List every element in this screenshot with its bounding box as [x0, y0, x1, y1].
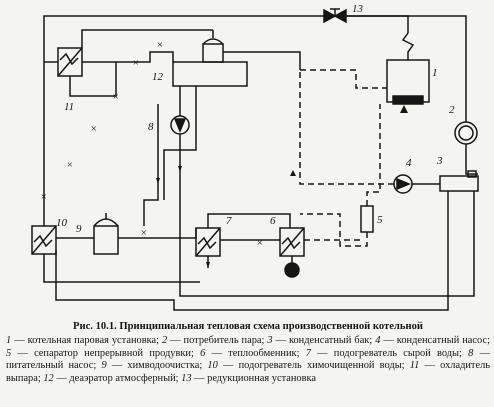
- line-marker: ×: [112, 91, 119, 103]
- legend-text: — химводоочистка;: [106, 360, 208, 371]
- steam-main-line: [43, 15, 467, 226]
- legend-text: — подогреватель химочищенной воды;: [217, 360, 410, 371]
- label-6: 6: [270, 215, 276, 227]
- legend-entry: 10 — подогреватель химочищенной воды;: [207, 360, 409, 371]
- line-markers: × × × × × × × ×: [40, 39, 263, 249]
- legend-entry: 8 — питательный насос;: [6, 348, 490, 372]
- legend-entry: 4 — конденсатный насос;: [375, 335, 490, 346]
- legend-text: — сепаратор непрерывной продувки;: [11, 347, 201, 359]
- legend-text: — охладитель выпара;: [6, 360, 490, 384]
- legend-entry: 3 — конденсатный бак;: [267, 335, 375, 346]
- legend-text: — потребитель пара;: [167, 335, 268, 346]
- flow-arrows: [156, 105, 408, 268]
- legend-text: — котельная паровая установка;: [11, 335, 162, 346]
- line-marker: ×: [90, 123, 97, 135]
- label-10: 10: [56, 217, 68, 229]
- legend-text: — деаэратор атмосферный;: [53, 372, 182, 384]
- line-marker: ×: [132, 57, 139, 69]
- figure-caption: Рис. 10.1. Принципиальная тепловая схема…: [73, 321, 423, 332]
- label-13: 13: [352, 3, 364, 15]
- legend-number: 7: [305, 347, 311, 359]
- label-4: 4: [406, 157, 412, 169]
- boiler-unit-1: [386, 59, 430, 105]
- condensate-tank-3: [424, 170, 479, 192]
- component-labels: 1 2 3 4 5 6 7 8 9 10 11 12 13: [56, 3, 455, 235]
- legend-number: 8: [468, 347, 474, 359]
- line-marker: ×: [66, 159, 73, 171]
- legend-number: 9: [101, 360, 107, 371]
- label-1: 1: [432, 67, 438, 79]
- legend-entry: 12 — деаэратор атмосферный;: [43, 373, 181, 384]
- figure-legend: 1 — котельная паровая установка; 2 — пот…: [6, 335, 490, 385]
- return-lines: [55, 104, 449, 311]
- deaerator-12: [81, 29, 387, 89]
- label-3: 3: [436, 155, 443, 167]
- legend-number: 1: [6, 335, 12, 346]
- legend-entry: 6 — теплообменник;: [200, 348, 306, 359]
- heater-10: [31, 225, 200, 283]
- label-11: 11: [64, 101, 74, 113]
- legend-text: — редукционная установка: [191, 372, 317, 384]
- legend-entry: 1 — котельная паровая установка;: [6, 335, 162, 346]
- legend-number: 4: [375, 335, 381, 346]
- legend-text: — теплообменник;: [205, 347, 306, 359]
- figure-caption-block: Рис. 10.1. Принципиальная тепловая схема…: [6, 320, 490, 405]
- legend-number: 5: [6, 347, 12, 359]
- legend-number: 13: [181, 372, 192, 384]
- label-2: 2: [449, 104, 455, 116]
- line-marker: ×: [140, 227, 147, 239]
- legend-number: 10: [207, 360, 218, 371]
- legend-text: — конденсатный бак;: [272, 335, 376, 346]
- steam-consumer-2: [454, 121, 478, 175]
- raw-water-heater-7: [195, 213, 291, 268]
- heat-exchanger-6: [279, 227, 361, 278]
- legend-number: 11: [409, 360, 420, 371]
- legend-entry: 7 — подогреватель сырой воды;: [306, 348, 468, 359]
- feed-pump-8: [163, 86, 475, 297]
- line-marker: ×: [40, 191, 47, 203]
- line-marker: ×: [156, 39, 163, 51]
- legend-entry: 2 — потребитель пара;: [162, 335, 267, 346]
- legend-number: 2: [161, 335, 168, 346]
- label-7: 7: [226, 215, 232, 227]
- label-12: 12: [152, 71, 164, 83]
- legend-number: 12: [43, 372, 54, 384]
- condensate-pump-4: [299, 70, 424, 194]
- vent-cooler-11: [44, 47, 174, 97]
- legend-text: — конденсатный насос;: [380, 335, 490, 346]
- legend-entry: 11 — охладитель выпара;: [6, 360, 490, 384]
- legend-text: — подогреватель сырой воды;: [310, 347, 469, 359]
- legend-entry: 5 — сепаратор непрерывной продувки;: [6, 348, 200, 359]
- separator-5: [300, 104, 381, 247]
- label-5: 5: [377, 214, 383, 226]
- legend-entry: 9 — химводоочистка;: [101, 360, 207, 371]
- legend-text: — питательный насос;: [6, 347, 490, 372]
- label-9: 9: [76, 223, 82, 235]
- legend-entry: 13 — редукционная установка: [181, 373, 316, 384]
- reduction-unit-13: [323, 8, 347, 24]
- legend-number: 3: [267, 335, 273, 346]
- thermal-scheme-diagram: × × × × × × × × 1 2 3 4 5 6 7 8 9 10 11 …: [31, 3, 479, 311]
- line-marker: ×: [256, 237, 263, 249]
- legend-number: 6: [200, 347, 206, 359]
- label-8: 8: [148, 121, 154, 133]
